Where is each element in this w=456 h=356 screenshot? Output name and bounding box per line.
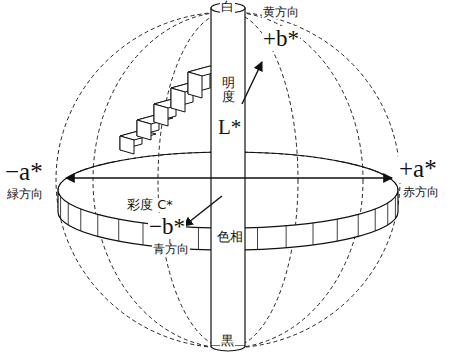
axis-name: 明度 xyxy=(221,76,236,105)
staircase xyxy=(120,66,224,154)
band-tick xyxy=(337,219,338,241)
color-chip xyxy=(188,72,202,98)
band-tick xyxy=(97,214,98,236)
band-tick xyxy=(60,197,61,219)
band-tick xyxy=(118,219,119,241)
axis-symbol: −b* xyxy=(148,214,186,239)
band-tick xyxy=(387,203,388,225)
color-chip xyxy=(120,136,134,154)
axis-name: 色相 xyxy=(216,230,244,244)
axis-arrows xyxy=(66,62,392,226)
direction-label: 赤方向 xyxy=(402,186,440,199)
direction-label: 黄方向 xyxy=(262,6,300,19)
color-chip xyxy=(154,104,168,126)
axis-end-label: 白 xyxy=(220,0,235,14)
band-tick xyxy=(257,227,258,249)
lightness-axis xyxy=(211,3,245,351)
band-tick xyxy=(80,209,81,231)
direction-label: 青方向 xyxy=(152,243,190,256)
direction-label: 緑方向 xyxy=(6,188,44,201)
band-tick xyxy=(143,223,144,245)
axis-symbol: +a* xyxy=(398,155,438,183)
color-chip xyxy=(171,88,185,112)
color-chip xyxy=(137,120,151,140)
axis-name: 彩度 C* xyxy=(126,198,174,212)
axis-symbol: +b* xyxy=(262,26,300,51)
band-tick xyxy=(358,214,359,236)
band-tick xyxy=(313,223,314,245)
axis-end-label: 黒 xyxy=(220,334,235,348)
band-tick xyxy=(375,209,376,231)
band-tick xyxy=(198,227,199,249)
band-tick xyxy=(68,203,69,225)
axis-symbol: −a* xyxy=(4,158,44,186)
band-tick xyxy=(286,226,287,248)
band-tick xyxy=(395,197,396,219)
axis-symbol: L* xyxy=(217,116,242,139)
